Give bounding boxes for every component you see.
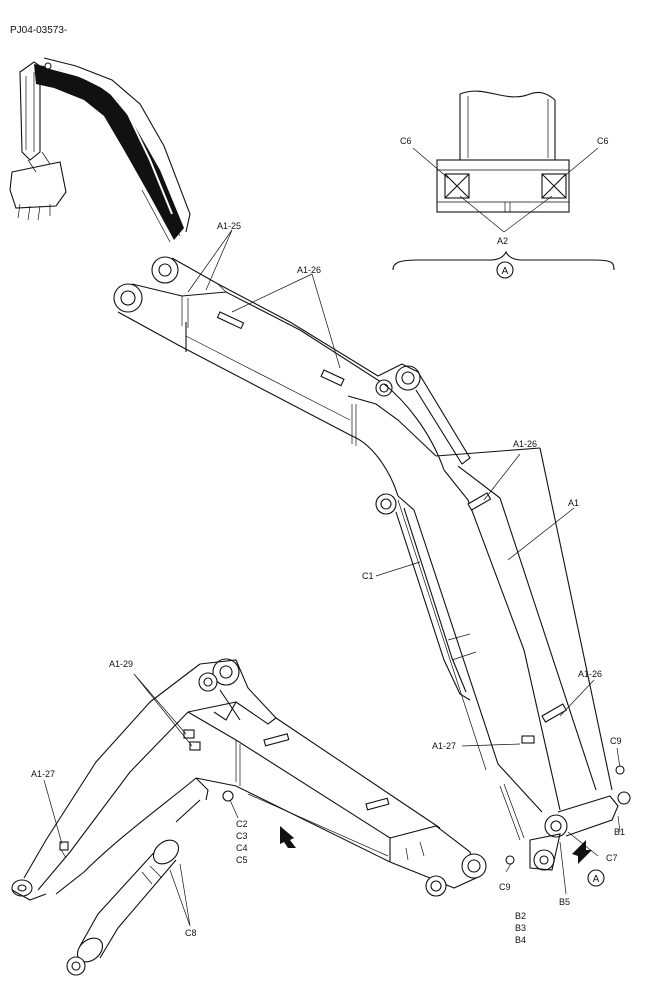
detail-a-left-part-label: C6: [400, 136, 412, 146]
callout-c8: C8: [185, 928, 197, 938]
callout-a1-27-right: A1-27: [432, 741, 456, 751]
arm-assembly: [11, 658, 487, 976]
callout-c9-upper: C9: [610, 736, 622, 746]
detail-a-view-label: A: [502, 266, 509, 277]
callout-b3: B3: [515, 923, 526, 933]
detail-a-right-part-label: C6: [597, 136, 609, 146]
callout-c7: C7: [606, 853, 618, 863]
callout-c3: C3: [236, 831, 248, 841]
callout-b2: B2: [515, 911, 526, 921]
callout-a1-26-top: A1-26: [297, 265, 321, 275]
excavator-thumbnail: [9, 57, 191, 243]
callout-a1-27-left: A1-27: [31, 769, 55, 779]
callout-a1-29: A1-29: [109, 659, 133, 669]
callout-a1: A1: [568, 498, 579, 508]
view-a-marker: A: [593, 874, 600, 885]
detail-a: C6 C6 A2 A: [392, 90, 615, 279]
callout-b4: B4: [515, 935, 526, 945]
callout-c9-lower: C9: [499, 882, 511, 892]
callout-a1-25: A1-25: [217, 221, 241, 231]
detail-a-center-part-label: A2: [497, 236, 508, 246]
callout-c5: C5: [236, 855, 248, 865]
callout-b1: B1: [614, 827, 625, 837]
callout-b5: B5: [559, 897, 570, 907]
callout-c4: C4: [236, 843, 248, 853]
boom-assembly: A: [113, 229, 631, 895]
callout-c1: C1: [362, 571, 374, 581]
callout-a1-26-mid: A1-26: [513, 439, 537, 449]
callout-a1-26-low: A1-26: [578, 669, 602, 679]
callout-c2: C2: [236, 819, 248, 829]
drawing-number: PJ04-03573-: [10, 25, 67, 36]
